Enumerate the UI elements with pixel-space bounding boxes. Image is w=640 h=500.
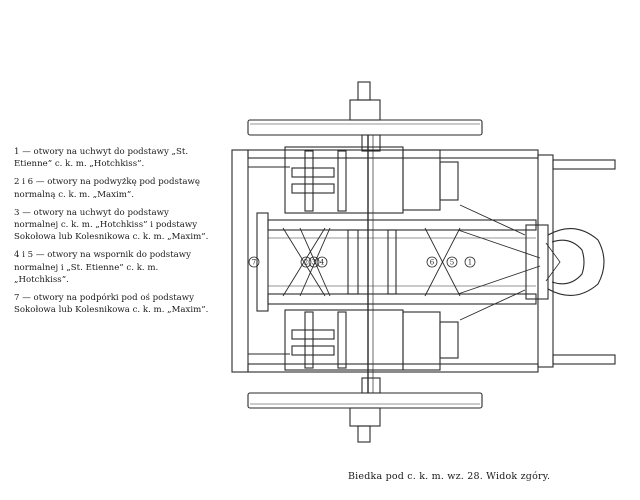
legend-entry-1: 1 — otwory na uchwyt do podstawy „St. Et… [14,147,189,170]
hole-label-7: 7 [252,259,256,267]
outer-frame [231,149,616,373]
legend-entry-2-6: 2 i 6 — otwory na podwyżkę pod podstawę … [14,177,200,200]
hole-label-2: 2 [304,259,308,267]
legend: 1 — otwory na uchwyt do podstawy „St. Et… [14,146,214,322]
lower-box [284,309,459,371]
drawbar-eye [545,228,605,296]
hole-label-5: 5 [450,259,454,267]
bracing-lines [282,204,541,321]
hole-label-4: 4 [320,259,325,267]
hole-label-6: 6 [430,259,435,267]
figure-caption: Biedka pod c. k. m. wz. 28. Widok zgóry. [348,471,551,482]
axle [367,135,374,393]
hole-label-1: 1 [468,259,472,267]
hole-markers [248,256,476,268]
legend-entry-4-5: 4 i 5 — otwory na wspornik do podstawy n… [14,250,191,285]
legend-entry-3: 3 — otwory na uchwyt do podstawy normaln… [14,207,209,243]
upper-box [284,146,459,214]
bottom-wheel [247,377,483,443]
central-frame [256,212,549,312]
top-wheel [247,81,483,152]
legend-entry-7: 7 — otwory na podpórki pod oś podstawy S… [14,293,209,316]
hole-label-3: 3 [312,259,316,267]
